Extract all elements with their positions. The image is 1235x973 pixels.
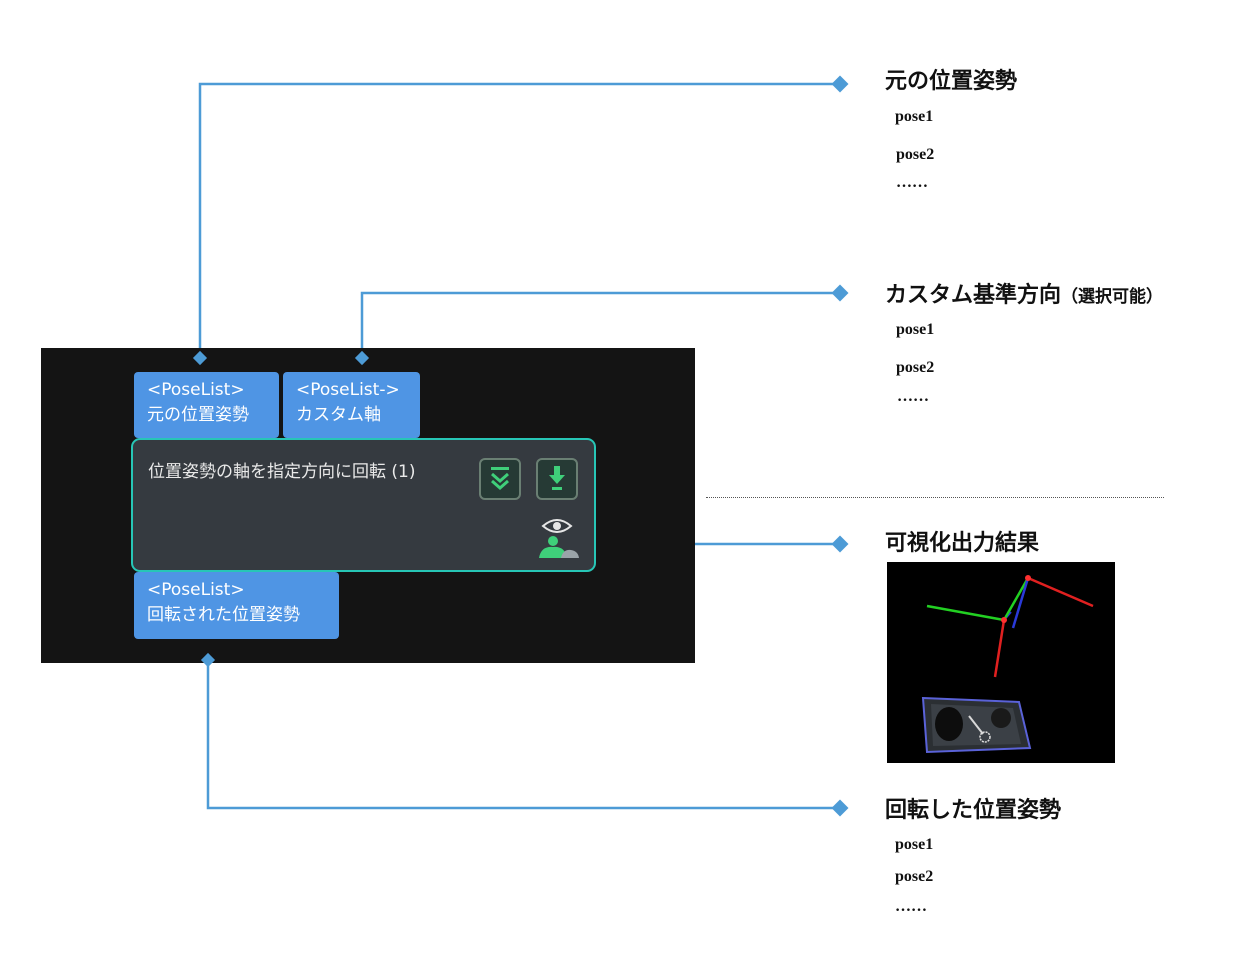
custom-reference-item: …… [897, 388, 929, 405]
rotated-pose-item: …… [895, 898, 927, 915]
custom-reference-item: pose1 [896, 321, 935, 338]
diamond-marker [831, 799, 849, 817]
port-type: <PoseList> [147, 580, 245, 600]
download-button[interactable] [536, 458, 578, 500]
expand-icon [491, 467, 509, 490]
custom-reference-heading: カスタム基準方向（選択可能） [885, 277, 1163, 309]
rotated-pose-item: pose1 [895, 836, 934, 853]
diamond-marker [831, 284, 849, 302]
original-pose-item: …… [896, 174, 928, 191]
expand-button[interactable] [479, 458, 521, 500]
original-pose-item: pose2 [896, 146, 935, 163]
output-port-rotated-pose[interactable]: <PoseList> 回転された位置姿勢 [134, 572, 339, 639]
custom-reference-item: pose2 [896, 359, 935, 376]
port-name: 元の位置姿勢 [147, 405, 249, 425]
port-name: カスタム軸 [296, 405, 381, 425]
eye-person-icon[interactable] [533, 516, 581, 560]
connector-original-pose [198, 82, 840, 360]
divider-line [706, 497, 1164, 498]
rotated-pose-item: pose2 [895, 868, 934, 885]
port-type: <PoseList> [147, 380, 245, 400]
input-port-custom-axis[interactable]: <PoseList-> カスタム軸 [283, 372, 420, 438]
visualization-heading: 可視化出力結果 [885, 531, 1040, 556]
connector-rotated-pose [206, 660, 840, 810]
original-pose-item: pose1 [895, 108, 934, 125]
step-node[interactable]: 位置姿勢の軸を指定方向に回転 (1) [131, 438, 596, 572]
pose-axes-render [921, 575, 1094, 754]
connector-custom-axis [360, 291, 840, 360]
visualization-image [887, 562, 1115, 763]
port-name: 回転された位置姿勢 [147, 605, 300, 625]
custom-reference-title: カスタム基準方向 [885, 283, 1062, 308]
input-port-original-pose[interactable]: <PoseList> 元の位置姿勢 [134, 372, 279, 438]
rotated-pose-heading: 回転した位置姿勢 [885, 798, 1062, 823]
original-pose-heading: 元の位置姿勢 [885, 69, 1018, 94]
diamond-marker [831, 535, 849, 553]
diamond-marker [831, 75, 849, 93]
step-title: 位置姿勢の軸を指定方向に回転 (1) [148, 462, 416, 482]
custom-reference-note: （選択可能） [1061, 287, 1164, 307]
port-type: <PoseList-> [296, 380, 400, 400]
download-icon [549, 466, 565, 490]
